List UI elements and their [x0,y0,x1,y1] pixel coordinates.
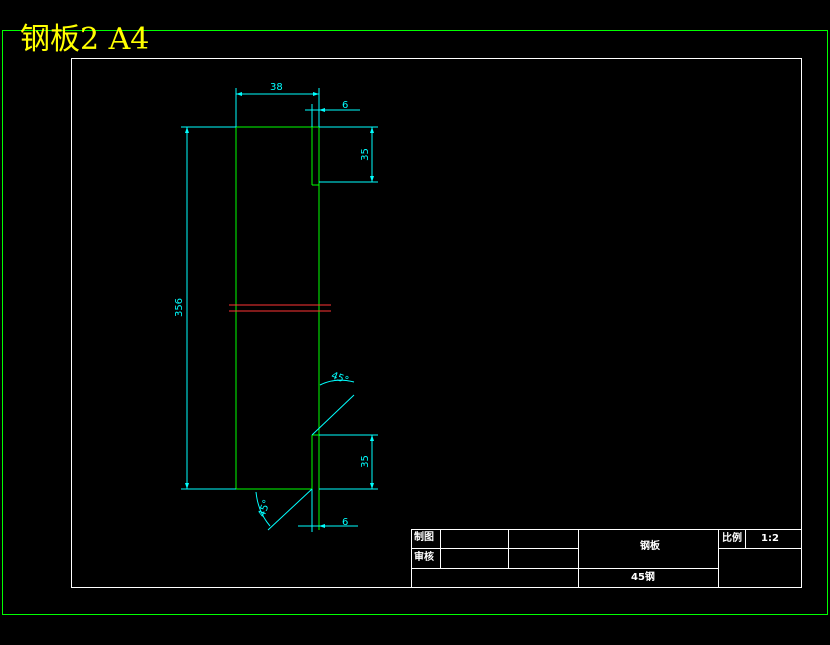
dimension-lines [181,88,378,532]
title-block-grid [411,529,802,588]
dimension-arrows [185,92,374,528]
drawing-border [71,58,802,588]
dim-height-bottom: 35 [359,455,371,468]
title-block-scale-label: 比例 [722,533,742,544]
drawing-title: 钢板2 A4 [20,22,150,57]
break-lines [229,304,331,312]
title-block-scale-value: 1:2 [761,533,779,544]
dim-notch-bottom: 6 [342,517,349,528]
dim-height-top: 35 [359,148,371,161]
dim-width-top: 38 [270,82,283,93]
title-block-drawn-label: 制图 [414,532,434,543]
part-outline [235,126,320,530]
outer-frame [2,30,828,615]
title-block-checked-label: 审核 [414,552,434,563]
title-block-part-name: 钢板 [640,541,660,552]
dim-total-height: 356 [174,297,186,318]
title-block-material: 45钢 [631,572,655,583]
dim-notch-top: 6 [342,100,349,111]
